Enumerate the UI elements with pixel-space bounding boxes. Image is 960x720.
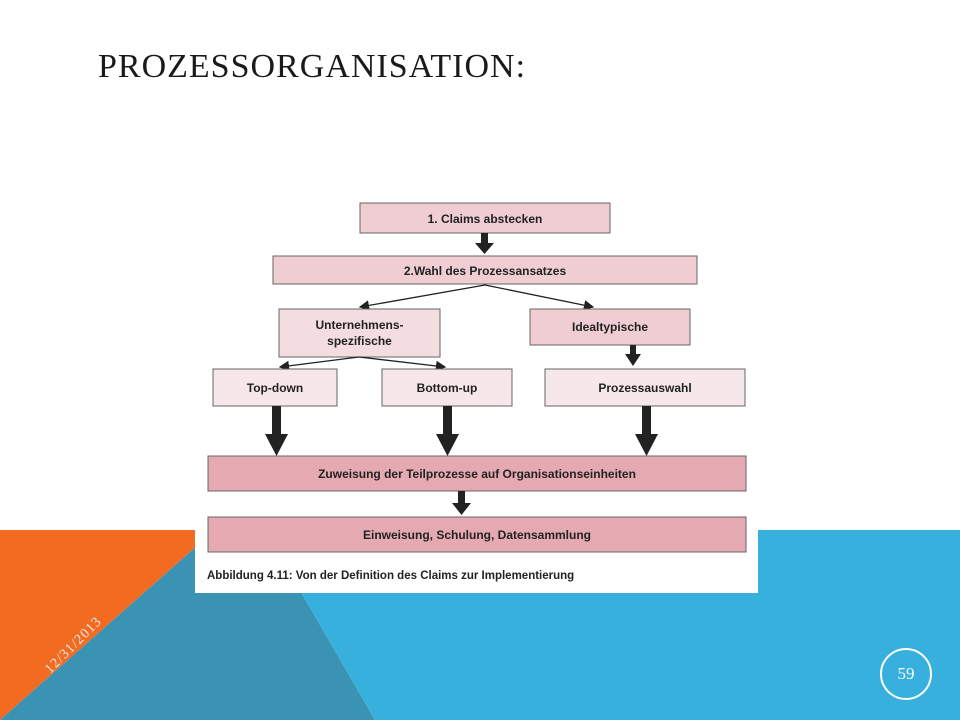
slide-title: PROZESSORGANISATION: (98, 48, 527, 85)
arrow-wahl-to-unternehmens (358, 284, 486, 311)
arrow-topdown-to-zuweisung (265, 406, 288, 456)
arrow-prozessauswahl-to-zuweisung (635, 406, 658, 456)
step-bottomup-box (381, 368, 513, 407)
arrow-idealtypische-to-prozessauswahl (625, 345, 641, 366)
step-einweisung-box (207, 516, 747, 553)
step-unternehmens-label-line1: Unternehmens- (315, 318, 403, 332)
step-prozessauswahl-label: Prozessauswahl (598, 381, 691, 395)
step-zuweisung-box (207, 455, 747, 492)
step-wahl-label: 2.Wahl des Prozessansatzes (404, 264, 567, 278)
step-unternehmens-box (278, 308, 441, 358)
page-number: 59 (880, 648, 932, 700)
arrow-unternehmens-to-bottomup (358, 356, 447, 372)
step-idealtypische-box (529, 308, 691, 346)
step-wahl-box (272, 255, 698, 285)
step-bottomup-label: Bottom-up (417, 381, 478, 395)
step-claims-box (359, 202, 611, 234)
step-einweisung-label: Einweisung, Schulung, Datensammlung (363, 528, 591, 542)
step-unternehmens-label-line2: spezifische (327, 334, 392, 348)
arrow-zuweisung-to-einweisung (452, 491, 471, 515)
arrow-bottomup-to-zuweisung (436, 406, 459, 456)
arrow-wahl-to-idealtypische (484, 284, 595, 311)
process-diagram: 1. Claims abstecken 2.Wahl des Prozessan… (207, 202, 747, 582)
step-claims-label: 1. Claims abstecken (428, 212, 543, 226)
arrow-unternehmens-to-topdown (278, 356, 360, 372)
step-idealtypische-label: Idealtypische (572, 320, 648, 334)
arrow-claims-to-wahl (475, 233, 494, 254)
step-zuweisung-label: Zuweisung der Teilprozesse auf Organisat… (318, 467, 636, 481)
process-figure: 1. Claims abstecken 2.Wahl des Prozessan… (195, 188, 758, 593)
step-topdown-label: Top-down (247, 381, 303, 395)
figure-caption: Abbildung 4.11: Von der Definition des C… (207, 570, 574, 582)
